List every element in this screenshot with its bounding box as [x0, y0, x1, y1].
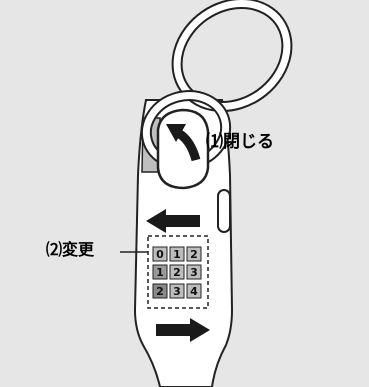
dial-row: [152, 283, 202, 299]
step-1-close-label: ⑴閉じる: [206, 132, 274, 152]
dial-cell: [152, 264, 168, 280]
dial-digit: 2: [156, 285, 164, 298]
dial-row-selected: [152, 264, 202, 280]
dial-digit: 1: [173, 248, 181, 261]
dial-digit: 4: [190, 285, 198, 298]
dial-digit: 2: [190, 248, 198, 261]
step-2-change-label: ⑵変更: [46, 240, 95, 259]
outer-key-ring: [171, 0, 293, 113]
right-arrow-icon: [156, 318, 210, 342]
dial-cell: [169, 246, 185, 262]
left-arrow-icon: [146, 209, 200, 233]
dial-cell: [169, 283, 185, 299]
dial-digit: 3: [173, 285, 181, 298]
dial-digit: 3: [190, 266, 198, 279]
dial-cell: [152, 246, 168, 262]
close-arrow-icon: [166, 124, 201, 162]
dial-row: [152, 246, 202, 262]
dial-digit: 1: [156, 266, 164, 279]
side-slider: [217, 189, 231, 233]
dial-cell: [186, 264, 202, 280]
dial-cell: [186, 246, 202, 262]
dial-digit: 2: [173, 266, 181, 279]
dial-digit: 0: [156, 248, 164, 261]
gate-opening: [156, 108, 210, 190]
dial-cell: [152, 283, 168, 299]
dial-cell: [186, 283, 202, 299]
dial-cell: [169, 264, 185, 280]
